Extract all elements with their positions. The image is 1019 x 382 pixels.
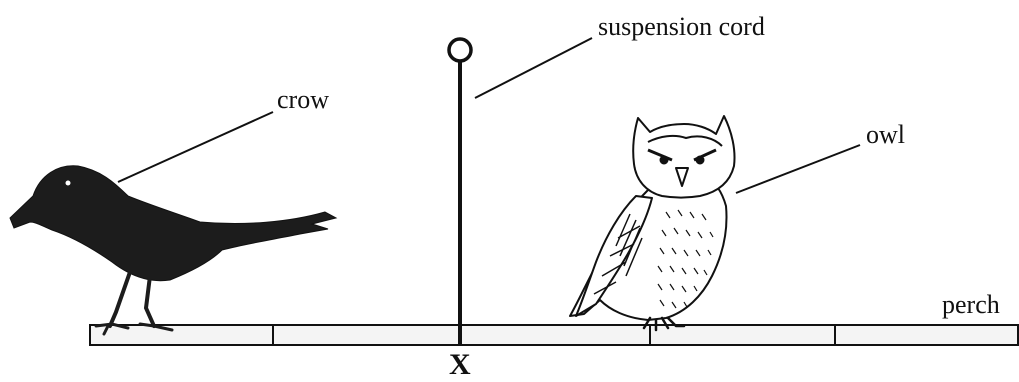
perch [89,324,1019,346]
owl-eye-right [695,155,705,165]
crow-eye [65,180,71,186]
owl-facial-disc [647,134,723,147]
owl-talons [642,316,686,332]
owl-beak [675,167,689,187]
crow-label: crow [277,85,329,114]
owl-label: owl [866,120,905,149]
owl-leader [735,144,861,194]
crow-illustration [9,165,338,336]
perch-label: perch [942,290,1000,319]
crow-body [9,165,338,282]
owl-illustration [569,115,736,332]
crow-legs [108,270,156,328]
suspension-cord-label: suspension cord [598,12,765,41]
crow-leader [117,111,274,183]
pivot-label: X [449,348,471,381]
owl-head [632,115,736,199]
owl-eye-left [659,155,669,165]
suspension-cord [447,37,473,345]
owl-wing-feathers [593,213,643,295]
owl-chest-markings [657,209,714,309]
crow-feet [94,322,174,336]
perch-bar [89,324,1019,346]
suspension-cord-leader [474,37,593,99]
hanging-ring [447,37,473,63]
